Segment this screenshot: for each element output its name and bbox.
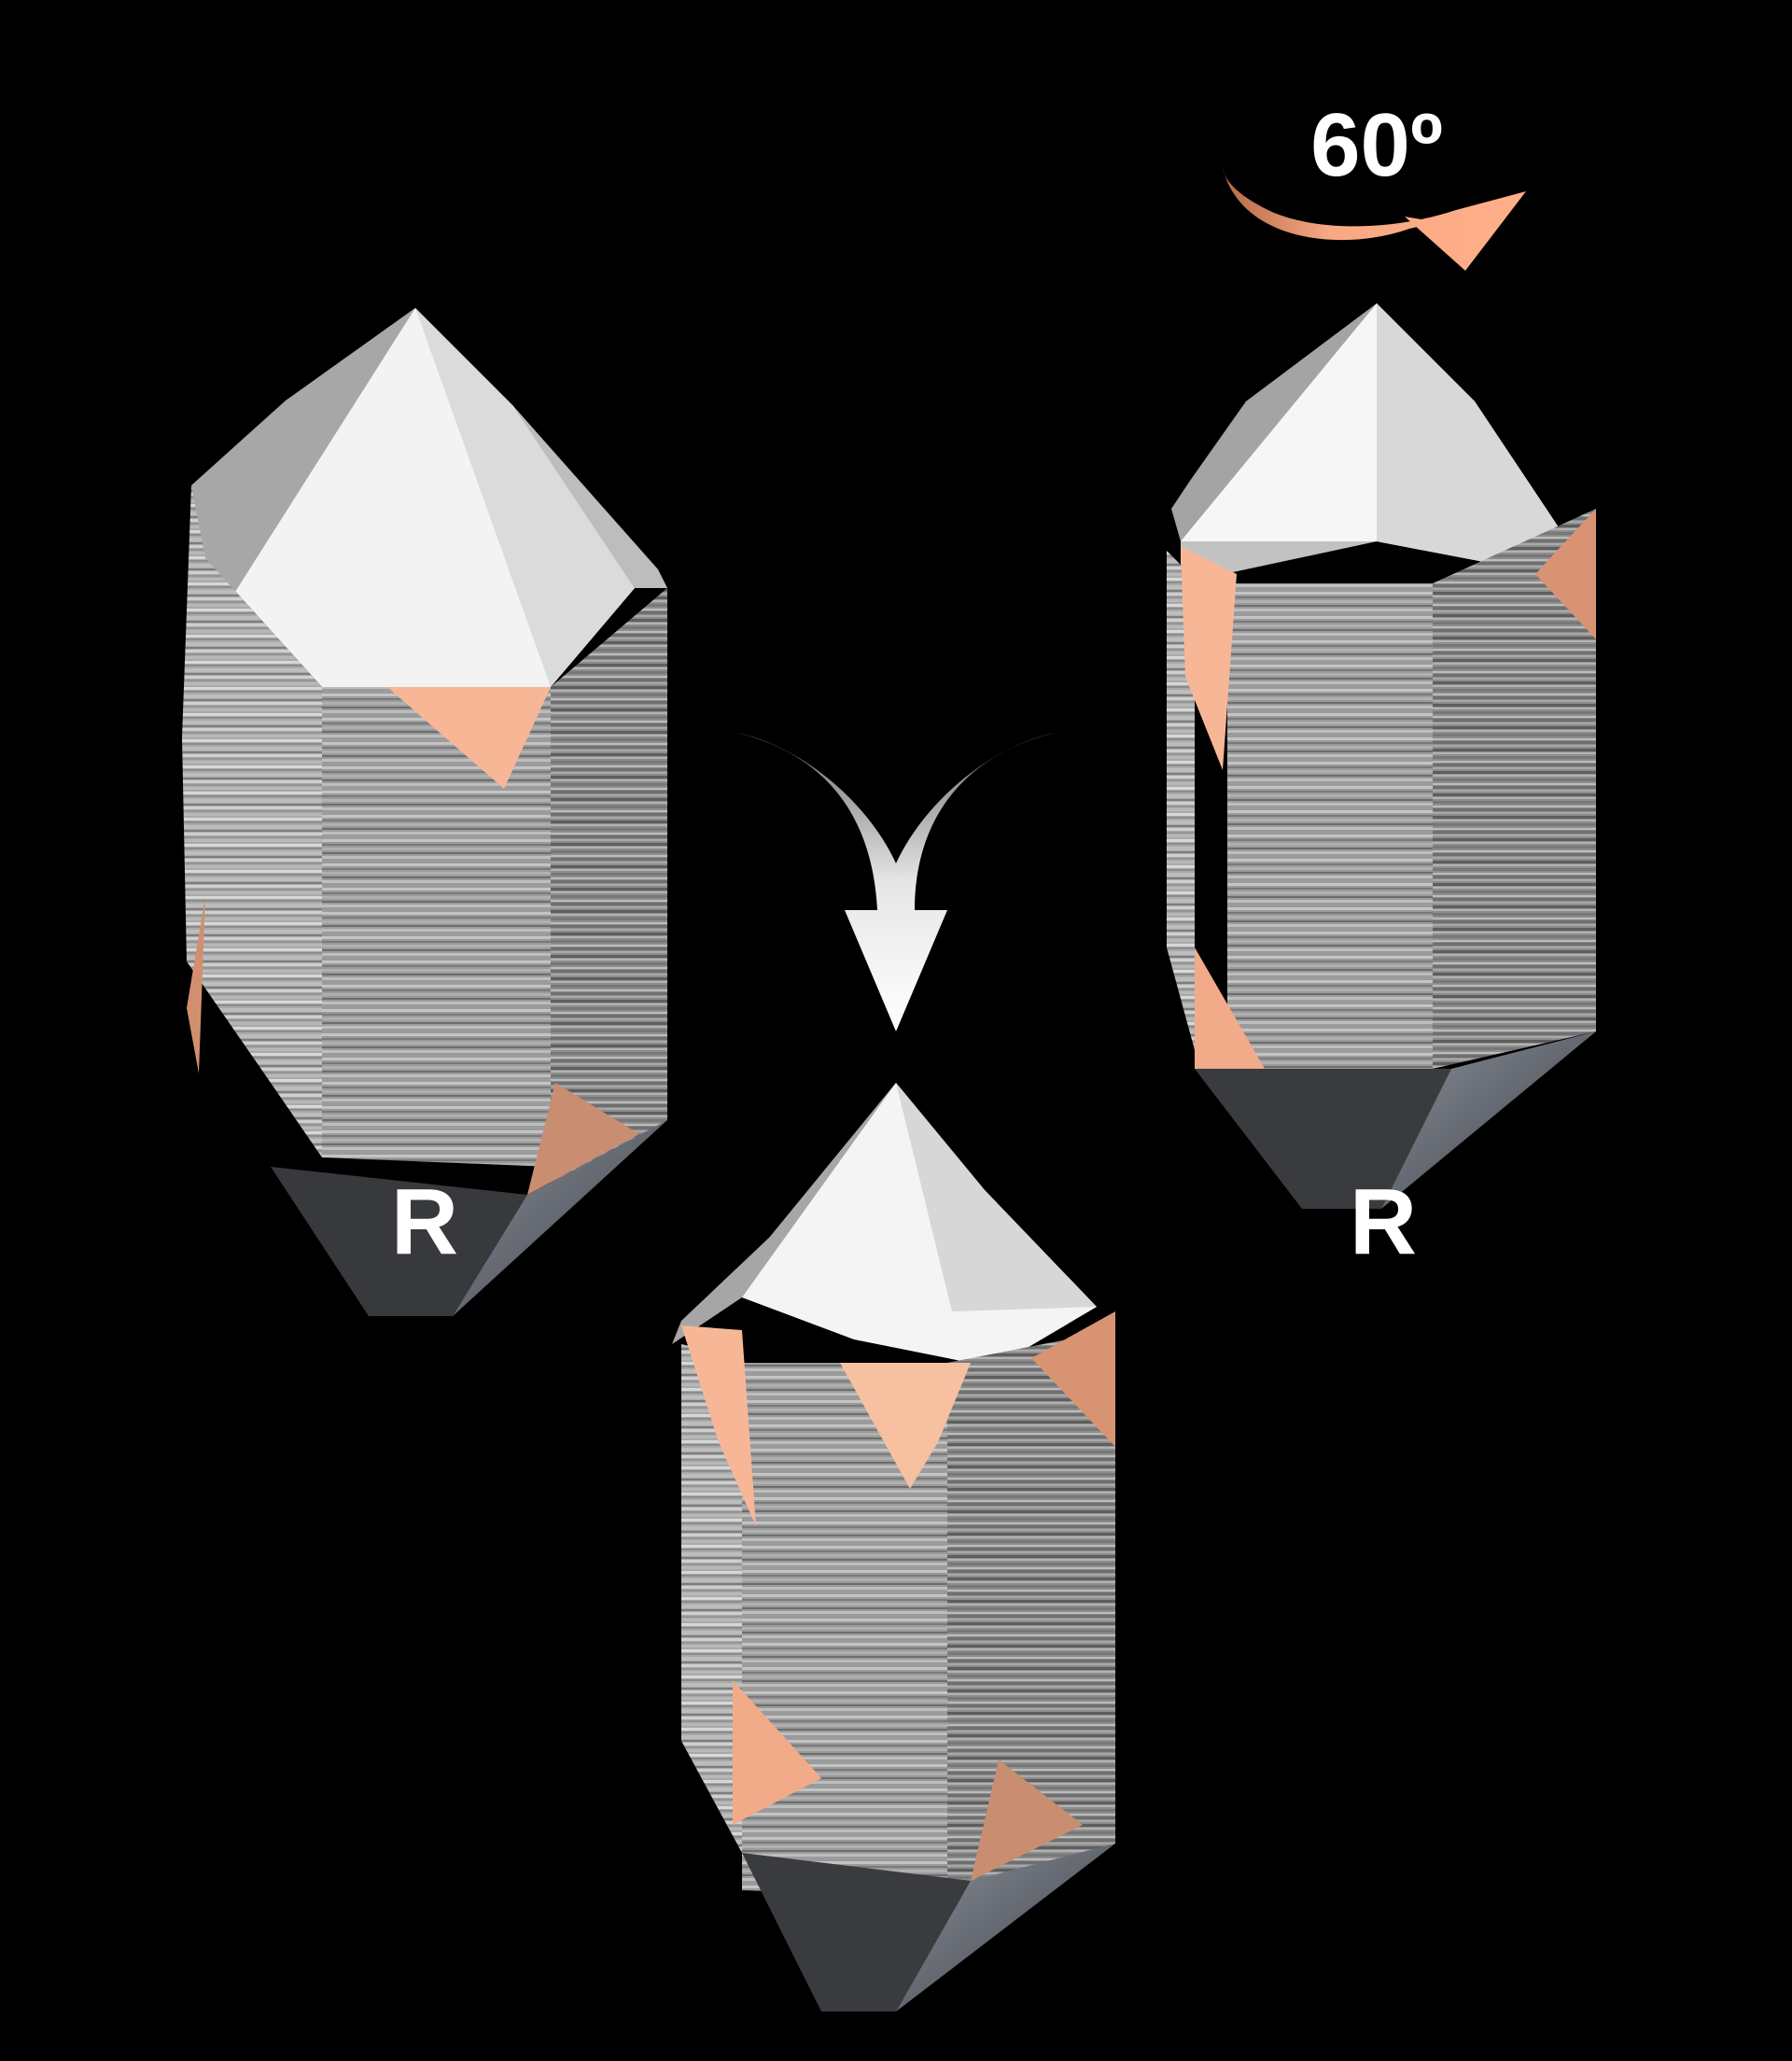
- crystal-right: [1167, 303, 1596, 1209]
- right-crystal-label: R: [1350, 1170, 1417, 1274]
- rotation-angle-label: 60º: [1310, 95, 1443, 195]
- curved-rotate-arrow-icon: [1223, 168, 1526, 271]
- down-merge-arrow-icon: [737, 733, 1055, 1031]
- left-crystal-label: R: [391, 1170, 458, 1274]
- crystal-left: [182, 308, 667, 1316]
- crystal-twinned: [672, 1083, 1115, 2012]
